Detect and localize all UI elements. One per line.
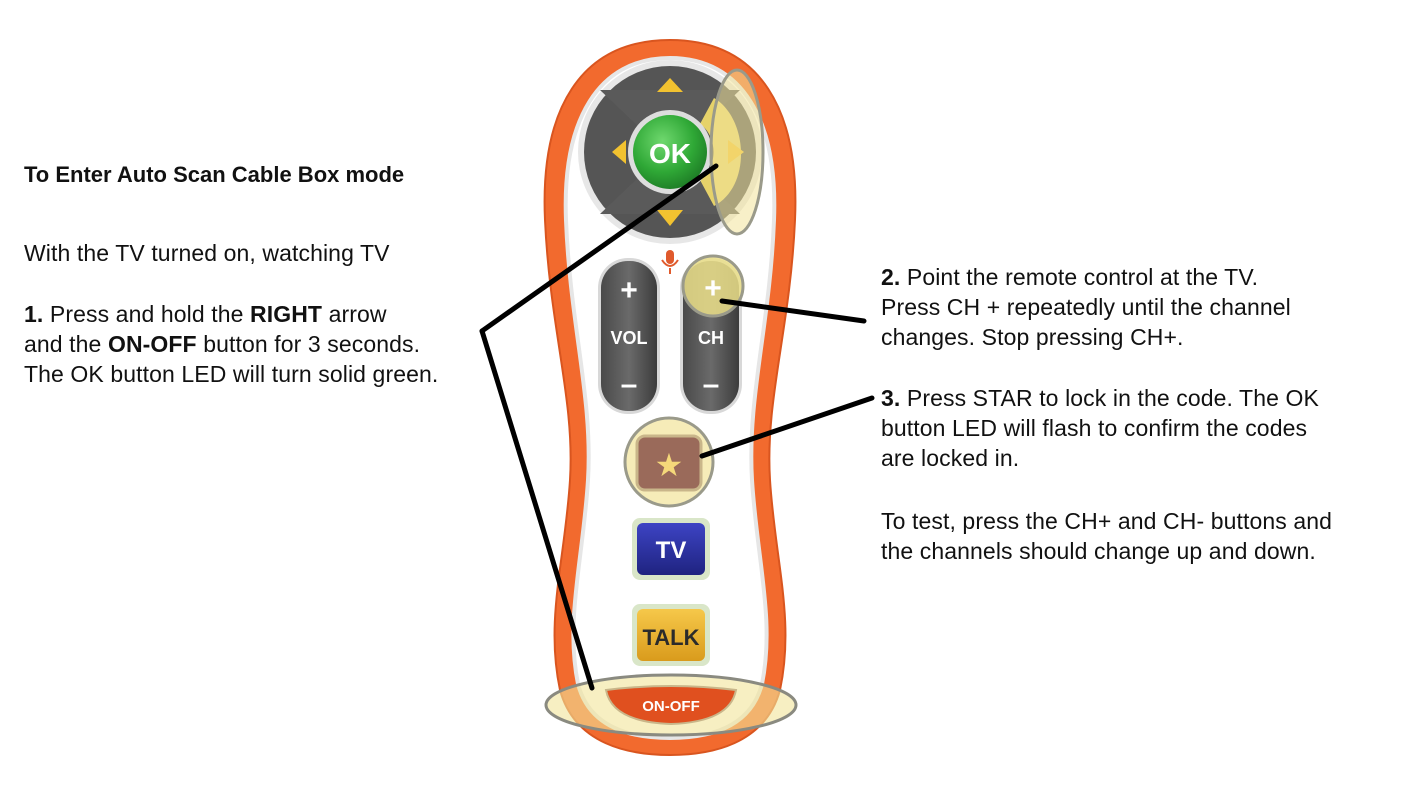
talk-button[interactable]: TALK [632, 604, 710, 666]
intro-text: With the TV turned on, watching TV [24, 240, 390, 266]
step-3-line-1: Press STAR to lock in the code. The OK [906, 385, 1319, 411]
ch-rocker[interactable]: + CH – [680, 254, 745, 414]
step-2-line-1: Point the remote control at the TV. [906, 264, 1259, 290]
right-arrow-highlight [709, 68, 765, 236]
page-title: To Enter Auto Scan Cable Box mode [24, 162, 405, 187]
test-line-2: the channels should change up and down. [881, 538, 1316, 564]
step-1-line-1a: Press and hold the [49, 301, 244, 327]
step-3-number: 3. [881, 385, 901, 411]
left-arrow-icon [612, 140, 626, 164]
microphone-icon [661, 250, 679, 274]
step-1-line-1c: arrow [328, 301, 387, 327]
step-1-line-3: The OK button LED will turn solid green. [24, 361, 439, 387]
step-1-line-2c: button for 3 seconds. [203, 331, 421, 357]
test-line-1: To test, press the CH+ and CH- buttons a… [881, 508, 1333, 534]
callout-line-onoff [479, 328, 595, 691]
down-arrow-icon [657, 210, 683, 226]
tv-label: TV [656, 537, 687, 564]
vol-label: VOL [610, 328, 647, 348]
test-text: To test, press the CH+ and CH- buttons a… [881, 506, 1332, 566]
callout-line-star [699, 395, 875, 459]
step-2-line-2: Press CH + repeatedly until the channel [881, 294, 1291, 320]
step-1-line-2a: and the [24, 331, 102, 357]
ch-minus-label: – [703, 368, 720, 401]
step-3-text: 3. Press STAR to lock in the code. The O… [881, 383, 1319, 473]
up-arrow-icon [657, 78, 683, 92]
ok-label: OK [649, 138, 691, 169]
callout-line-right-arrow [479, 163, 719, 334]
onoff-label: ON-OFF [642, 698, 700, 715]
talk-label: TALK [642, 625, 699, 650]
callout-lines [479, 163, 875, 691]
on-off-button[interactable]: ON-OFF [604, 685, 738, 726]
ch-label: CH [698, 328, 724, 348]
ok-button[interactable] [633, 115, 707, 189]
callout-line-ch-plus [719, 298, 867, 324]
step-3-line-2: button LED will flash to confirm the cod… [881, 415, 1308, 441]
star-icon: ★ [655, 447, 684, 483]
ch-plus-label: + [704, 272, 722, 305]
step-1-text: 1. Press and hold the RIGHT arrow and th… [24, 299, 438, 389]
vol-minus-label: – [621, 368, 638, 401]
vol-rocker[interactable]: + VOL – [598, 258, 660, 414]
vol-plus-label: + [620, 274, 638, 307]
tv-button[interactable]: TV [632, 518, 710, 580]
step-1-onoff-keyword: ON-OFF [107, 331, 197, 357]
step-2-text: 2. Point the remote control at the TV. P… [881, 262, 1291, 352]
step-3-line-3: are locked in. [881, 445, 1020, 471]
step-1-right-keyword: RIGHT [250, 301, 323, 327]
star-button[interactable]: ★ [623, 416, 715, 508]
step-2-line-3: changes. Stop pressing CH+. [881, 324, 1184, 350]
step-1-number: 1. [24, 301, 44, 327]
step-2-number: 2. [881, 264, 901, 290]
